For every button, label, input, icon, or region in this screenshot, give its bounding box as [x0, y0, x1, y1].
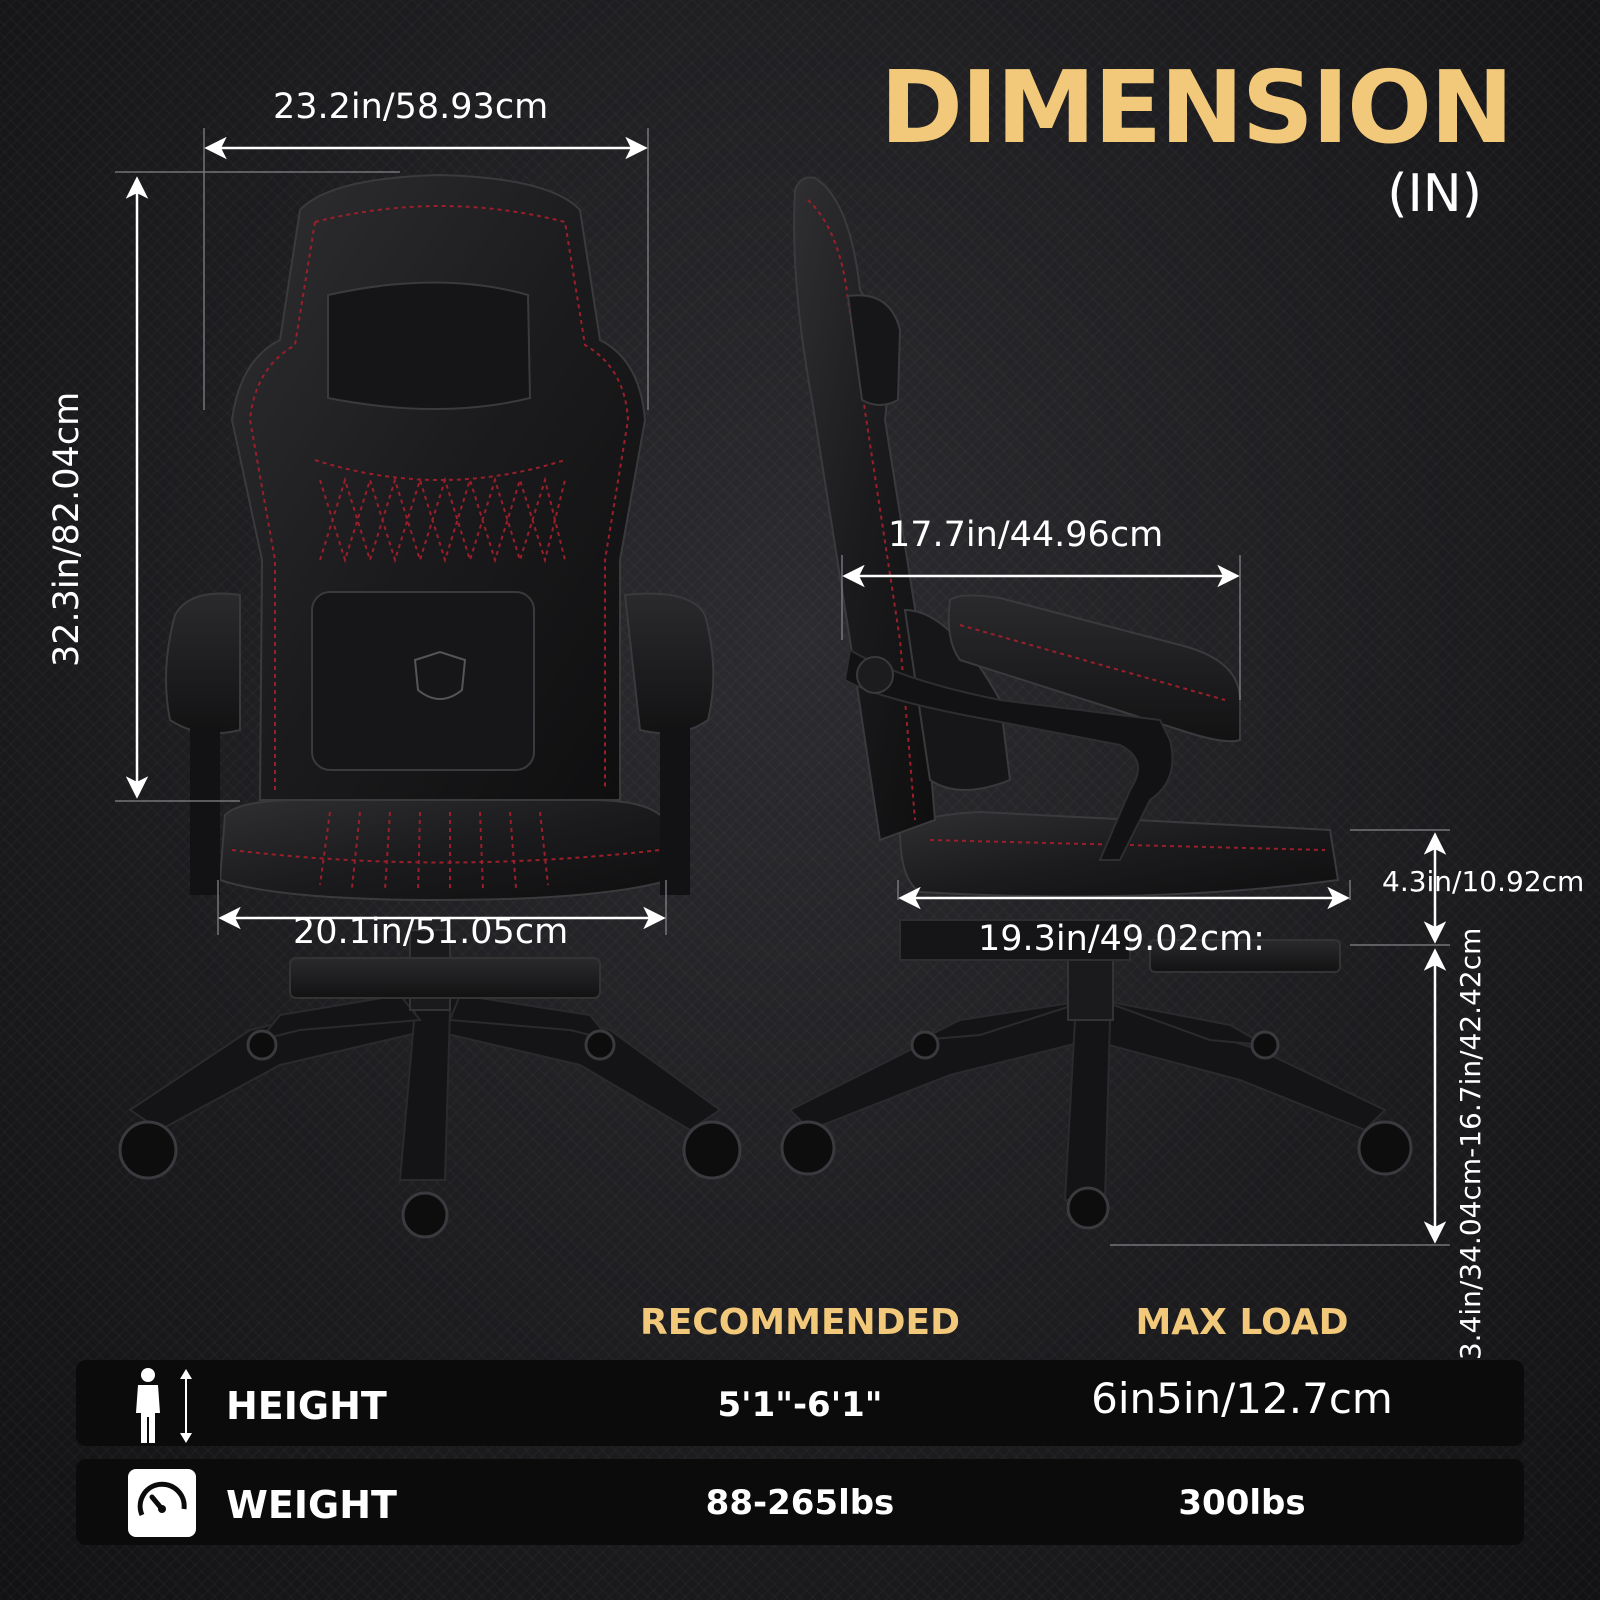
dimension-armrest-depth: 17.7in/44.96cm — [888, 515, 1164, 555]
person-height-icon — [136, 1368, 192, 1443]
dimension-seat-width: 20.1in/51.05cm — [293, 912, 569, 952]
dimension-seat-height: 13.4in/34.04cm-16.7in/42.42cm — [1454, 927, 1487, 1378]
side-chair — [780, 176, 1413, 1230]
dimension-seat-depth: 19.3in/49.02cm: — [978, 919, 1265, 959]
column-header-recommended: RECOMMENDED — [639, 1302, 961, 1343]
unit-label: (IN) — [1387, 164, 1482, 224]
spec-label-weight: WEIGHT — [226, 1483, 397, 1527]
page-title: DIMENSION — [880, 49, 1514, 166]
weight-scale-icon — [128, 1469, 196, 1537]
spec-row-weight: WEIGHT 88-265lbs 300lbs — [76, 1459, 1524, 1545]
dimension-cushion-thickness: 4.3in/10.92cm — [1382, 865, 1585, 898]
spec-label-height: HEIGHT — [226, 1384, 387, 1428]
dimension-back-height: 32.3in/82.04cm — [47, 391, 87, 667]
brand-shield-icon — [413, 650, 467, 700]
column-header-max-load: MAX LOAD — [1135, 1302, 1349, 1343]
spec-recommended-weight: 88-265lbs — [705, 1483, 895, 1523]
front-chair — [118, 173, 742, 1239]
spec-row-height: HEIGHT 5'1"-6'1" 6in5in/12.7cm — [76, 1360, 1524, 1446]
spec-max-weight: 300lbs — [1178, 1483, 1306, 1523]
dimension-top-width: 23.2in/58.93cm — [273, 87, 549, 127]
spec-recommended-height: 5'1"-6'1" — [717, 1385, 883, 1425]
spec-max-height: 6in5in/12.7cm — [1091, 1374, 1393, 1423]
